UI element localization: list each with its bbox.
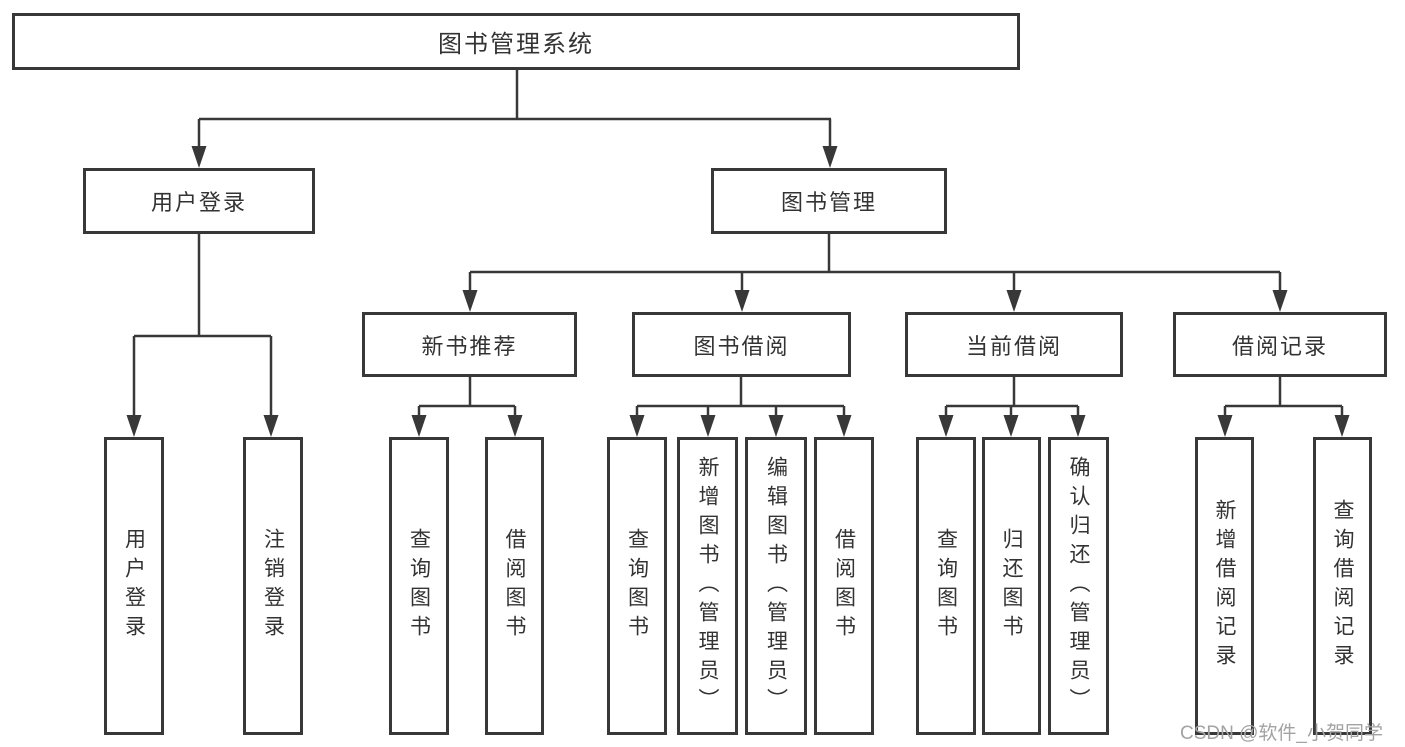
node-user-login: 用户登录: [83, 168, 315, 234]
leaf-query-borrow-record-label: 查询借阅记录: [1331, 499, 1354, 673]
leaf-query-borrow-record: 查询借阅记录: [1313, 437, 1372, 735]
leaf-query-books-borrow: 查询图书: [607, 437, 667, 735]
leaf-logout-label: 注销登录: [261, 528, 285, 644]
node-new-book-recommend-label: 新书推荐: [421, 333, 518, 359]
node-new-book-recommend: 新书推荐: [362, 312, 577, 377]
node-current-borrow-label: 当前借阅: [965, 333, 1062, 359]
node-book-management: 图书管理: [711, 168, 947, 234]
node-book-borrow-label: 图书借阅: [693, 333, 790, 359]
node-root-label: 图书管理系统: [438, 31, 594, 58]
leaf-add-borrow-record-label: 新增借阅记录: [1213, 499, 1236, 673]
leaf-confirm-return-admin: 确认归还（管理员）: [1048, 437, 1109, 735]
node-borrow-records: 借阅记录: [1173, 312, 1387, 377]
leaf-query-books-borrow-label: 查询图书: [625, 528, 649, 644]
leaf-edit-book-admin: 编辑图书（管理员）: [745, 437, 807, 735]
leaf-query-books-current-label: 查询图书: [934, 528, 958, 644]
node-current-borrow: 当前借阅: [905, 312, 1123, 377]
node-user-login-label: 用户登录: [150, 190, 247, 215]
leaf-user-login: 用户登录: [104, 437, 164, 735]
leaf-add-book-admin: 新增图书（管理员）: [677, 437, 738, 735]
leaf-query-books-current: 查询图书: [916, 437, 976, 735]
leaf-add-borrow-record: 新增借阅记录: [1195, 437, 1254, 735]
watermark: CSDN @软件_小贺同学: [1180, 723, 1383, 744]
leaf-user-login-label: 用户登录: [122, 528, 146, 644]
leaf-edit-book-admin-label: 编辑图书（管理员）: [764, 455, 788, 717]
node-book-management-label: 图书管理: [780, 190, 877, 215]
node-root: 图书管理系统: [12, 13, 1020, 70]
leaf-logout: 注销登录: [243, 437, 303, 735]
leaf-confirm-return-admin-label: 确认归还（管理员）: [1067, 455, 1090, 717]
leaf-query-books-recommend: 查询图书: [389, 437, 449, 735]
leaf-add-book-admin-label: 新增图书（管理员）: [696, 455, 719, 717]
leaf-query-books-recommend-label: 查询图书: [407, 528, 431, 644]
leaf-borrow-books-2: 借阅图书: [814, 437, 874, 735]
leaf-return-book: 归还图书: [982, 437, 1041, 735]
node-book-borrow: 图书借阅: [632, 312, 851, 377]
leaf-borrow-books-recommend-label: 借阅图书: [503, 528, 526, 644]
node-borrow-records-label: 借阅记录: [1231, 333, 1328, 359]
leaf-borrow-books-recommend: 借阅图书: [485, 437, 544, 735]
leaf-return-book-label: 归还图书: [1000, 528, 1023, 644]
leaf-borrow-books-2-label: 借阅图书: [832, 528, 856, 644]
